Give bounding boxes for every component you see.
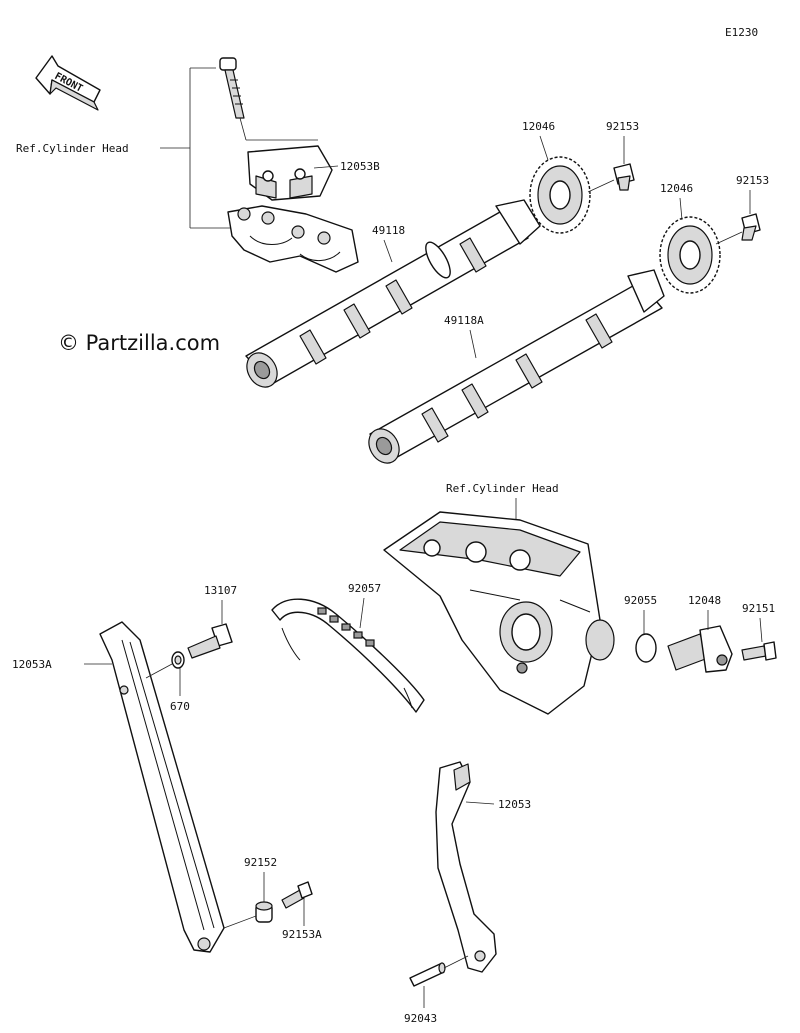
lower-bolt-icon bbox=[281, 881, 313, 909]
label-92057: 92057 bbox=[348, 582, 381, 595]
cam-chain-icon bbox=[271, 598, 425, 713]
label-92153-1: 92153 bbox=[606, 120, 639, 133]
diagram-code: E1230 bbox=[725, 26, 758, 39]
dowel-pin-icon bbox=[409, 962, 446, 987]
cam-holder-lower-icon bbox=[227, 205, 359, 273]
label-49118: 49118 bbox=[372, 224, 405, 237]
label-670: 670 bbox=[170, 700, 190, 713]
label-92153-2: 92153 bbox=[736, 174, 769, 187]
cylinder-head-icon bbox=[383, 511, 615, 715]
guide-bolt-icon bbox=[187, 623, 233, 659]
label-12046-2: 12046 bbox=[660, 182, 693, 195]
label-12046-1: 12046 bbox=[522, 120, 555, 133]
ref-cylinder-head-top: Ref.Cylinder Head bbox=[16, 142, 129, 155]
cam-holder-upper-icon bbox=[247, 145, 333, 201]
label-92055: 92055 bbox=[624, 594, 657, 607]
collar-icon bbox=[255, 901, 273, 923]
label-92152: 92152 bbox=[244, 856, 277, 869]
label-49118A: 49118A bbox=[444, 314, 484, 327]
sprocket-bolt-1-icon bbox=[613, 163, 635, 191]
chain-guide-short-icon bbox=[435, 761, 497, 973]
tensioner-bolt-icon bbox=[741, 641, 777, 661]
label-92043: 92043 bbox=[404, 1012, 437, 1025]
watermark: © Partzilla.com bbox=[58, 331, 220, 355]
washer-icon bbox=[171, 651, 185, 669]
label-12053B: 12053B bbox=[340, 160, 380, 173]
sprocket-2-icon bbox=[659, 216, 721, 294]
sprocket-1-icon bbox=[529, 156, 591, 234]
chain-guide-long-icon bbox=[99, 621, 225, 953]
label-12053A: 12053A bbox=[12, 658, 52, 671]
sprocket-bolt-2-icon bbox=[741, 213, 761, 241]
chain-tensioner-icon bbox=[667, 625, 733, 673]
bolt-long-icon bbox=[219, 57, 245, 119]
label-92151: 92151 bbox=[742, 602, 775, 615]
label-92153A: 92153A bbox=[282, 928, 322, 941]
label-12053: 12053 bbox=[498, 798, 531, 811]
label-13107: 13107 bbox=[204, 584, 237, 597]
camshaft-1-icon bbox=[245, 199, 541, 388]
oring-icon bbox=[635, 633, 657, 663]
front-arrow-icon: FRONT bbox=[35, 55, 101, 111]
label-12048: 12048 bbox=[688, 594, 721, 607]
ref-cylinder-head-mid: Ref.Cylinder Head bbox=[446, 482, 559, 495]
camshaft-2-icon bbox=[368, 269, 665, 464]
